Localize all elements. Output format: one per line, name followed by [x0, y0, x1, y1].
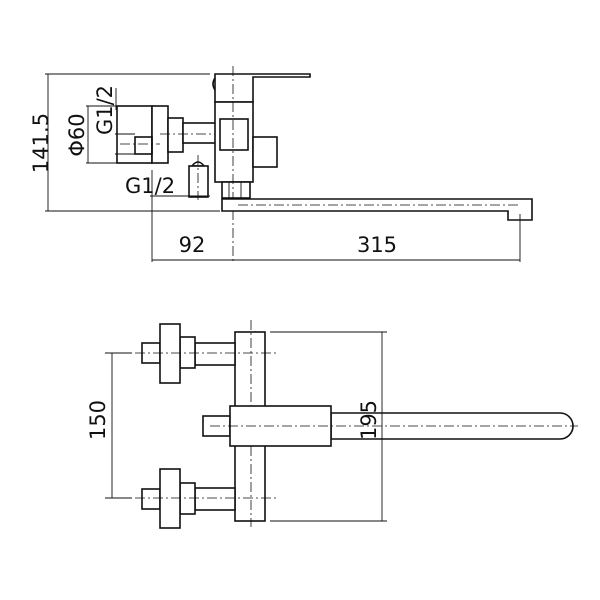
inlet-spacing-dim-label: 150: [86, 400, 110, 440]
diameter-dim-label: Φ60: [65, 113, 89, 156]
mixer-body: [212, 66, 311, 262]
side-view: 141.5 Φ60 G1/2 G1/2: [29, 66, 533, 262]
inlet-spacing-dimension: 150: [86, 352, 132, 499]
inlet-nut: [167, 117, 184, 153]
length-dimensions: 92 315: [152, 233, 520, 261]
height-dim-label: 141.5: [29, 113, 53, 173]
inlet-thread-top-label: G1/2: [93, 85, 117, 135]
lower-inlet: [135, 468, 278, 529]
upper-inlet: [135, 323, 278, 384]
inlet-pipe: [182, 122, 218, 144]
diverter-fitting: G1/2: [125, 155, 210, 262]
offset-dim-label: 92: [179, 233, 206, 257]
plate-height-dimension: 195: [270, 331, 387, 522]
escutcheon: Φ60 G1/2: [65, 85, 169, 164]
plate-height-dim-label: 195: [357, 400, 381, 440]
inlet-thread-bottom-label: G1/2: [125, 174, 175, 198]
top-view: 150 195: [86, 320, 578, 529]
spout-length-dim-label: 315: [357, 233, 397, 257]
spout-top: [202, 405, 578, 447]
spout-side: [221, 198, 533, 262]
height-dimension: 141.5: [29, 73, 220, 212]
